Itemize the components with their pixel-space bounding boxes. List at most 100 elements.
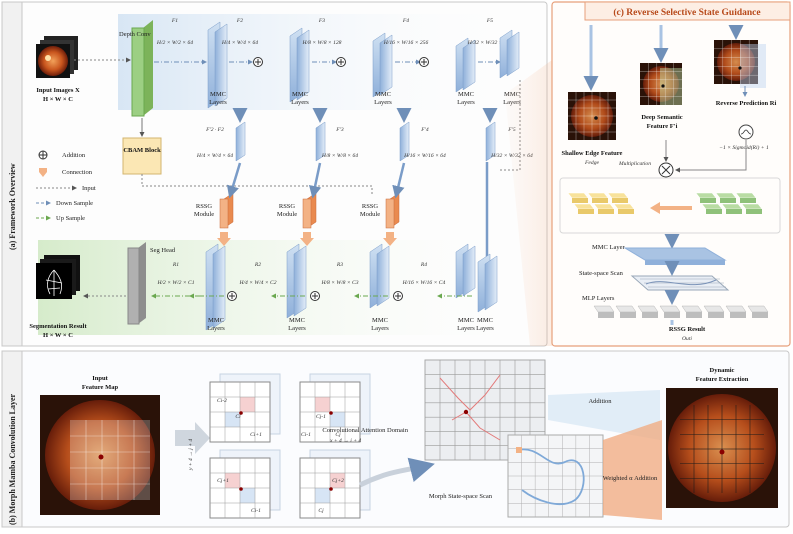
mmc-encoder-1-b xyxy=(214,23,228,107)
b-addition-label: Addition xyxy=(588,398,612,405)
mmc-decoder-label-4: MMC xyxy=(458,317,474,324)
mlp-block-side-0 xyxy=(598,312,614,318)
mmc-decoder-1-b xyxy=(212,245,226,329)
shallow-edge-thumb xyxy=(568,92,616,140)
mmc-decoder-label-3: MMC xyxy=(372,317,388,324)
morph-grid-label-3-0: Cj+1 xyxy=(217,478,229,484)
seg-result-label: Segmentation Result xyxy=(29,323,87,330)
axis-y-label: y + 4 → j + 4 xyxy=(188,439,194,471)
decoder-stages: MMCLayersMMCLayersMMCLayersMMCLayersMMCL… xyxy=(151,243,498,332)
morph-grid-label-3-1: Ci-1 xyxy=(251,508,261,514)
morph-grid-cell-2-0 xyxy=(315,397,330,412)
yblocks-side-12 xyxy=(618,209,634,214)
mmc-encoder-label2-2: Layers xyxy=(291,99,309,106)
mmc-encoder-4-b xyxy=(462,39,476,91)
enc-feat-dims-5: H/32 × W/32 × 512 xyxy=(467,40,513,46)
panel-a-tab xyxy=(1,1,23,347)
mid-feat-dims-3: H/16 × W/16 × 64 xyxy=(403,153,446,159)
mmc-encoder-label2-3: Layers xyxy=(374,99,392,106)
shallow-sym: Fedge xyxy=(584,160,599,166)
deep-semantic-thumb xyxy=(640,63,682,105)
mid-feat-name-3: F'4 xyxy=(420,127,429,133)
yblocks-side-10 xyxy=(578,209,594,214)
dec-feat-dims-3: H/8 × W/8 × C3 xyxy=(320,280,358,286)
segmentation-images xyxy=(36,255,80,299)
morph-grid-cell-4-1 xyxy=(315,488,330,503)
rssg-in-arrow-2 xyxy=(308,162,322,199)
deep-label-2: Feature F'i xyxy=(647,123,678,130)
seg-head-label: Seg Head xyxy=(150,247,176,254)
mmc-encoder-2-b xyxy=(296,29,310,101)
morph-grid-cell-4-0 xyxy=(330,473,345,488)
mmc-encoder-label-2: MMC xyxy=(292,91,308,98)
legend-down: Down Sample xyxy=(56,200,93,207)
panel-c-fan xyxy=(505,60,552,346)
mmc-encoder-5-b xyxy=(506,31,520,77)
morph-grid-center-1 xyxy=(239,411,243,415)
dec-feat-name-3: R3 xyxy=(336,262,343,268)
dec-feat-name-4: R4 xyxy=(420,262,427,268)
rssg-label2-3: Module xyxy=(360,211,380,218)
depth-conv-block xyxy=(131,27,145,117)
panel-b-tab xyxy=(1,350,23,528)
morph-grid-cell-3-0 xyxy=(225,473,240,488)
mmc-decoder-5-b xyxy=(484,255,498,311)
morph-scan-label: Morph State-space Scan xyxy=(429,493,493,500)
rssg-front-1 xyxy=(219,198,229,229)
mmc-decoder-4-b xyxy=(462,245,476,297)
panel-b-tab-label: (b) Morph Mamba Convolution Layer xyxy=(8,393,17,525)
mlp-block-side-5 xyxy=(708,312,724,318)
rssg-connection-1 xyxy=(217,232,231,246)
gblocks-side-10 xyxy=(706,209,722,214)
cbam-label: CBAM Block xyxy=(123,147,161,154)
deep-label: Deep Semantic xyxy=(641,114,682,121)
morph-grid-center-4 xyxy=(329,487,333,491)
panel-c-title: (c) Reverse Selective State Guidance xyxy=(613,7,760,18)
legend-connection-icon xyxy=(39,168,47,177)
rssg-connection-2 xyxy=(300,232,314,246)
rssg-label-3: RSSG xyxy=(362,203,379,210)
mmc-layer-label: MMC Layer xyxy=(592,244,626,251)
weighted-addition-band xyxy=(603,420,662,520)
mmc-decoder-label2-4: Layers xyxy=(457,325,475,332)
mmc-decoder-3-b xyxy=(376,245,390,307)
mmc-decoder-label-5: MMC xyxy=(477,317,493,324)
mlp-layers xyxy=(593,305,769,318)
c-connection-arrow xyxy=(650,202,692,214)
legend-connection: Connection xyxy=(62,169,93,176)
dec-feat-name-1: R1 xyxy=(172,262,179,268)
mid-feat-block-2 xyxy=(315,121,326,162)
mlp-label: MLP Layers xyxy=(582,295,615,302)
mmc-encoder-label2-4: Layers xyxy=(457,99,475,106)
rssg-label-2: RSSG xyxy=(279,203,296,210)
dynamic-label: Dynamic xyxy=(710,367,735,374)
rssg-label-1: RSSG xyxy=(196,203,213,210)
dec-feat-dims-4: H/16 × W/16 × C4 xyxy=(402,280,446,286)
yblocks-side-11 xyxy=(598,209,614,214)
mmc-decoder-label2-1: Layers xyxy=(207,325,225,332)
morph-grid-label-2-0: Cj-1 xyxy=(316,414,326,420)
mid-feat-dims-1: H/4 × W/4 × 64 xyxy=(196,153,233,159)
mid-feat-block-3 xyxy=(399,121,410,162)
shallow-label: Shallow Edge Feature xyxy=(562,150,623,157)
rssg-in-arrow-3 xyxy=(392,162,406,199)
mlp-block-side-2 xyxy=(642,312,658,318)
panel-a-tab-label: (a) Framework Overview xyxy=(8,163,17,250)
enc-feat-name-4: F4 xyxy=(402,18,409,24)
mmc-encoder-label2-1: Layers xyxy=(209,99,227,106)
mlp-block-side-6 xyxy=(730,312,746,318)
enc-feat-dims-2: H/4 × W/4 × 64 xyxy=(221,40,258,46)
legend: Addition Connection Input Down Sample Up… xyxy=(36,150,96,222)
yblocks-side-02 xyxy=(612,198,628,203)
morph-grid-label-1-2: Ci+1 xyxy=(250,432,262,438)
mid-feat-dims-2: H/8 × W/8 × 64 xyxy=(321,153,358,159)
input-label: Input Images X xyxy=(36,87,80,94)
dynamic-label-2: Feature Extraction xyxy=(696,376,749,383)
enc-feat-dims-4: H/16 × W/16 × 256 xyxy=(383,40,429,46)
yblocks-side-01 xyxy=(592,198,608,203)
mmc-encoder-3-b xyxy=(379,34,393,96)
scan-label: State-space Scan xyxy=(579,270,624,277)
enc-feat-dims-1: H/2 × W/2 × 64 xyxy=(156,40,193,46)
morph-scan-grid xyxy=(507,434,604,518)
